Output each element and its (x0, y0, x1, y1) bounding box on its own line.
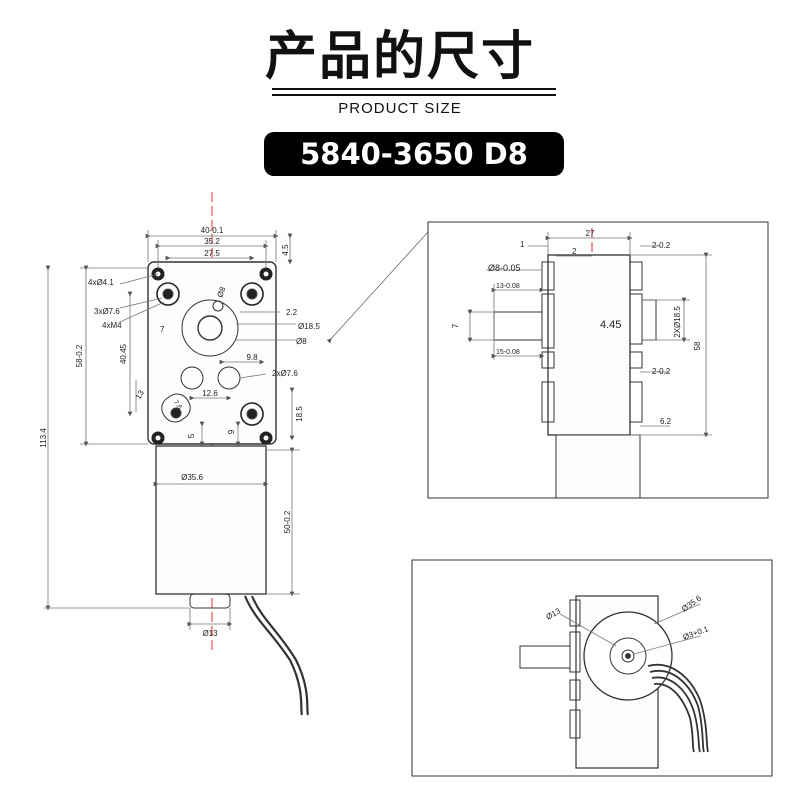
end-view: Ø13 Ø35.6 Ø3+0.1 (411, 559, 773, 777)
dim-base-5: 5 (187, 433, 196, 438)
title-rule-top (272, 88, 556, 90)
side-dim-bottom-6-2: 6.2 (660, 417, 672, 426)
dim-top-offset: 4.5 (281, 244, 290, 256)
dim-base-18-5: 18.5 (295, 406, 304, 422)
dim-hole-span: 12.6 (202, 389, 218, 398)
dim-width-inner: 27.5 (204, 249, 220, 258)
dim-offset-2-2: 2.2 (286, 308, 298, 317)
end-boss-circle (609, 637, 647, 675)
side-shaft (493, 311, 543, 341)
dim-base-9: 9 (227, 429, 236, 434)
dim-threads: 4xM4 (102, 321, 122, 330)
dim-height-box: 58-0.2 (75, 344, 84, 367)
side-dim-shaft: Ø8-0.05 (488, 263, 521, 273)
page-title: 产品的尺寸 (264, 27, 535, 87)
dim-width-mid: 35.2 (204, 237, 220, 246)
mount-hole-br (240, 402, 264, 426)
dim-holes-2: 2xØ7.6 (272, 369, 298, 378)
hole-left (180, 366, 204, 390)
title-rule-bottom (272, 94, 556, 96)
side-dim-top-2-02: 2-0.2 (652, 241, 671, 250)
end-view-frame (411, 559, 773, 777)
dim-angle-13: 13 (134, 388, 147, 401)
mount-hole-tl (156, 282, 180, 306)
gearbox-body (147, 261, 277, 445)
wire-2 (250, 595, 310, 716)
side-dim-height: 58 (693, 341, 702, 350)
front-view: 40-0.1 35.2 27.5 4.5 4xØ4.1 3xØ7.6 4xM4 … (39, 192, 320, 716)
side-dim-top-27: 27 (586, 229, 595, 238)
end-dim-d3: Ø3+0.1 (682, 624, 710, 642)
side-dim-mid-2-02: 2-0.2 (652, 367, 671, 376)
side-dim-center: 4.45 (600, 319, 621, 331)
side-dim-shaft-len: 13-0.08 (496, 283, 520, 290)
end-dim-d35-6: Ø35.6 (680, 593, 703, 613)
page-subtitle: PRODUCT SIZE (338, 100, 462, 117)
side-dim-top-1: 1 (520, 240, 525, 249)
dim-holes-4: 4xØ4.1 (88, 278, 114, 287)
dim-shaft2: Ø8 (296, 337, 307, 346)
motor-body (155, 445, 267, 595)
output-shaft (197, 315, 223, 341)
side-dim-boss: 2XØ18.5 (673, 306, 682, 338)
dim-height-holes: 40.45 (119, 343, 128, 364)
side-view: 27 1 2 2-0.2 Ø8-0.05 13-0.08 7 4.45 2XØ1… (427, 221, 769, 499)
dim-motor-dia: Ø35.6 (181, 473, 203, 482)
end-dim-d13: Ø13 (545, 606, 563, 622)
model-badge: 5840-3650 D8 15MM (264, 132, 564, 215)
dim-flat: 7 (160, 325, 165, 334)
dim-total-len: 113.4 (39, 428, 48, 448)
dim-end-dia: Ø13 (202, 629, 218, 638)
mount-hole-tr (240, 282, 264, 306)
side-dim-flat: 7 (451, 323, 460, 328)
wire-1 (243, 595, 304, 716)
output-boss (181, 299, 239, 357)
dim-slot: 7.6 (172, 399, 183, 411)
dim-holes-3: 3xØ7.6 (94, 307, 120, 316)
detail-leader (326, 231, 429, 344)
side-motor (555, 434, 641, 499)
dim-shaft: Ø8 (215, 285, 227, 299)
slot (161, 393, 191, 423)
dim-motor-len: 50-0.2 (283, 510, 292, 533)
side-dim-top-2: 2 (572, 247, 577, 256)
side-dim-base-len: 15-0.08 (496, 349, 520, 356)
dim-width-outer: 40-0.1 (201, 226, 224, 235)
motor-endcap (189, 593, 231, 609)
dim-boss: Ø18.5 (298, 322, 320, 331)
dim-spacing: 9.8 (246, 353, 258, 362)
